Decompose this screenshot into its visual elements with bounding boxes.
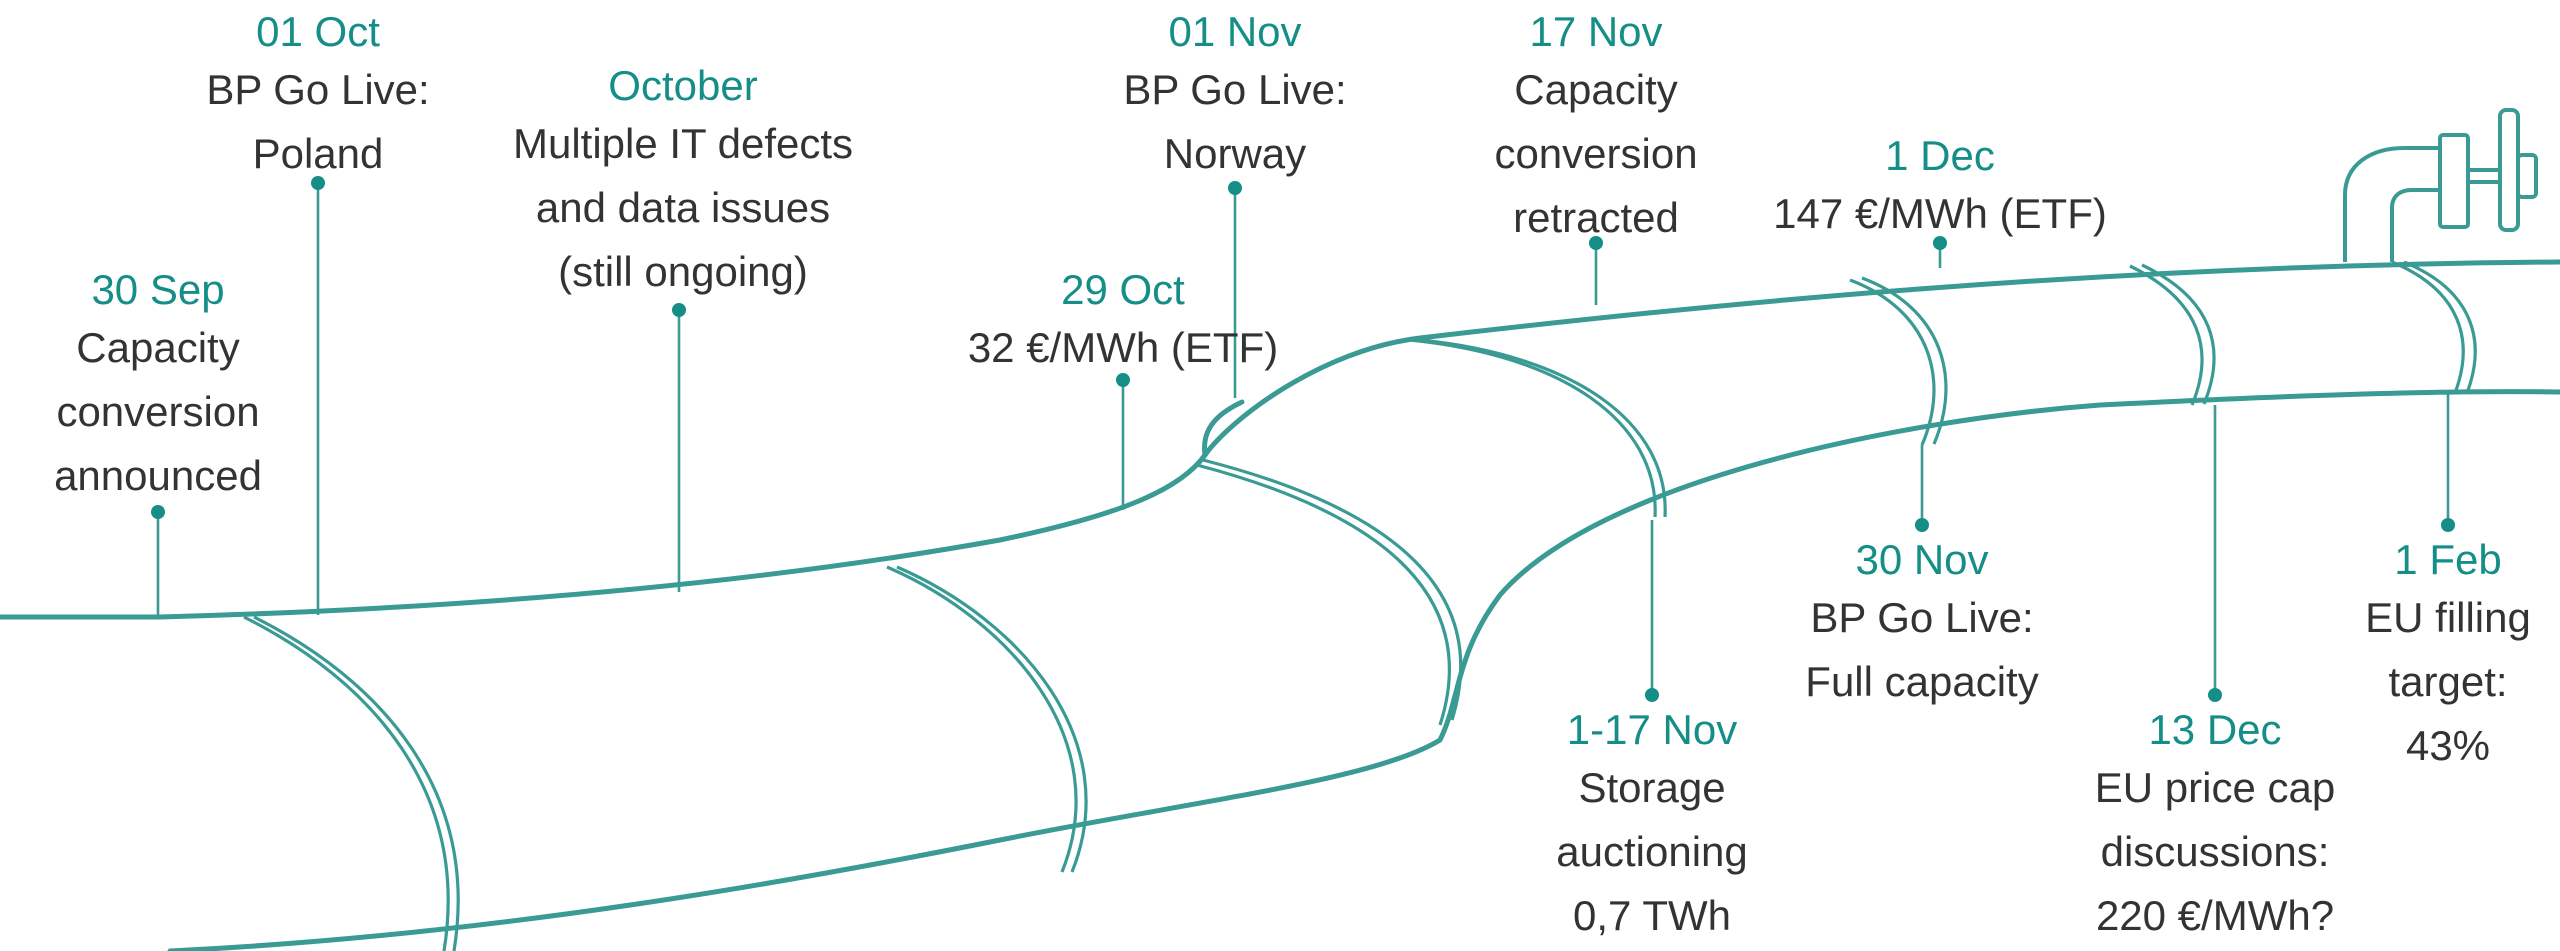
event-line: 0,7 TWh: [1573, 892, 1731, 939]
event-line: discussions:: [2100, 828, 2330, 875]
event-line: BP Go Live:: [1123, 66, 1347, 113]
event-line: 220 €/MWh?: [2095, 892, 2335, 939]
event-line: retracted: [1513, 194, 1679, 241]
event-line: auctioning: [1556, 828, 1748, 875]
event-line: Poland: [252, 130, 384, 177]
marker-dot: [2441, 518, 2455, 532]
event-line: Storage: [1578, 764, 1726, 811]
marker-dot: [311, 176, 325, 190]
event-date: 17 Nov: [1529, 8, 1663, 55]
event-date: 01 Nov: [1168, 8, 1302, 55]
event-date: 30 Sep: [91, 266, 225, 313]
marker-dot: [672, 303, 686, 317]
event-13dec: 13 Dec EU price cap discussions: 220 €/M…: [2095, 704, 2335, 948]
event-line: target:: [2388, 658, 2508, 705]
event-line: 43%: [2405, 722, 2491, 769]
event-october: October Multiple IT defects and data iss…: [513, 60, 853, 304]
event-line: and data issues: [535, 184, 831, 231]
valve-icon: [2343, 108, 2538, 262]
event-line: 147 €/MWh (ETF): [1773, 190, 2107, 237]
marker-dot: [1589, 236, 1603, 250]
event-line: Norway: [1163, 130, 1307, 177]
pipe-rings: [243, 260, 2477, 951]
event-line: conversion: [1494, 130, 1698, 177]
event-date: 1-17 Nov: [1566, 706, 1738, 753]
event-date: October: [608, 62, 758, 109]
event-1dec: 1 Dec 147 €/MWh (ETF): [1773, 130, 2107, 246]
event-30nov: 30 Nov BP Go Live: Full capacity: [1805, 534, 2038, 714]
event-date: 29 Oct: [1061, 266, 1185, 313]
event-date: 1 Feb: [2394, 536, 2502, 583]
event-line: announced: [54, 452, 262, 499]
event-date: 1 Dec: [1885, 132, 1995, 179]
event-date: 13 Dec: [2148, 706, 2282, 753]
event-line: BP Go Live:: [1810, 594, 2034, 641]
marker-dot: [1645, 688, 1659, 702]
event-line: Multiple IT defects: [512, 120, 854, 167]
event-1feb: 1 Feb EU filling target: 43%: [2365, 534, 2531, 778]
event-line: Capacity: [76, 324, 240, 371]
marker-dot: [1915, 518, 1929, 532]
marker-dot: [151, 505, 165, 519]
marker-dot: [1116, 373, 1130, 387]
leader-lines: [151, 176, 2455, 702]
event-line: conversion: [56, 388, 260, 435]
marker-dot: [2208, 688, 2222, 702]
event-29oct: 29 Oct 32 €/MWh (ETF): [968, 264, 1278, 380]
event-30sep: 30 Sep Capacity conversion announced: [54, 264, 262, 508]
event-line: Capacity: [1514, 66, 1678, 113]
event-line: EU filling: [2365, 594, 2531, 641]
event-1-17nov: 1-17 Nov Storage auctioning 0,7 TWh: [1556, 704, 1747, 948]
event-date: 30 Nov: [1855, 536, 1989, 583]
pipeline: [0, 259, 2560, 951]
event-line: BP Go Live:: [206, 66, 430, 113]
event-date: 01 Oct: [256, 8, 380, 55]
marker-dot: [1228, 181, 1242, 195]
event-01nov: 01 Nov BP Go Live: Norway: [1123, 6, 1346, 186]
event-17nov: 17 Nov Capacity conversion retracted: [1494, 6, 1697, 250]
event-line: (still ongoing): [558, 248, 808, 295]
event-line: Full capacity: [1805, 658, 2039, 705]
event-line: 32 €/MWh (ETF): [967, 324, 1279, 371]
marker-dot: [1933, 236, 1947, 250]
event-line: EU price cap: [2094, 764, 2336, 811]
event-01oct: 01 Oct BP Go Live: Poland: [206, 6, 429, 186]
